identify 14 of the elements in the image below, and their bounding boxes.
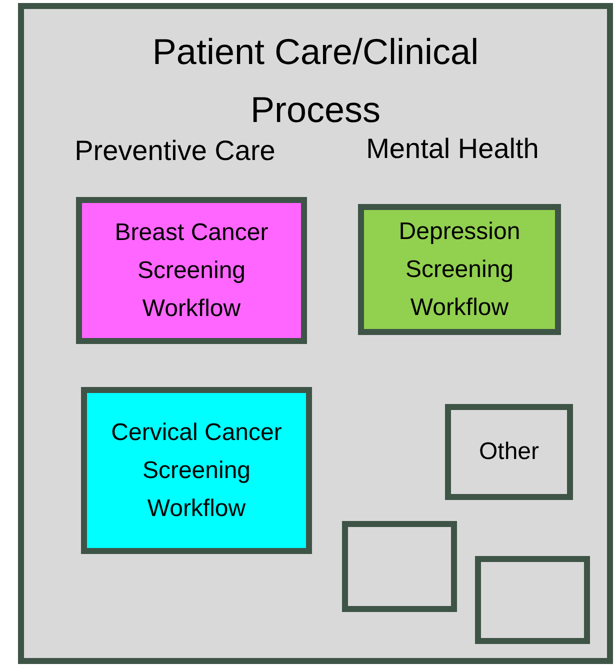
workflow-box xyxy=(81,387,312,554)
category-heading: Mental Health xyxy=(365,132,540,166)
box-label: Other xyxy=(478,437,540,467)
box-label: Breast Cancer Screening Workflow xyxy=(114,218,270,324)
box-label: Depression Screening Workflow xyxy=(398,216,522,322)
category-heading: Preventive Care xyxy=(74,134,276,168)
process-container xyxy=(18,3,613,664)
workflow-box xyxy=(445,404,573,500)
empty-box xyxy=(475,556,590,644)
box-label: Cervical Cancer Screening Workflow xyxy=(110,418,283,524)
workflow-box xyxy=(358,204,561,335)
empty-box xyxy=(342,521,457,612)
workflow-box xyxy=(76,197,307,344)
container-label: Patient Care/Clinical Process xyxy=(151,30,480,132)
